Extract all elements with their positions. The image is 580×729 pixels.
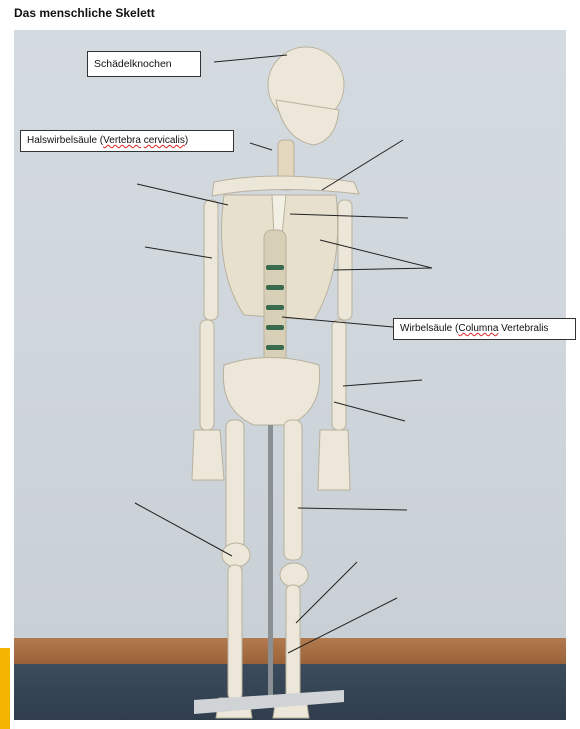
label-skull-text: Schädelknochen (94, 58, 172, 70)
label-spine-rest: Vertebralis (498, 323, 548, 334)
label-cervical-suffix: ) (185, 135, 188, 146)
label-spine: Wirbelsäule (Columna Vertebralis (393, 318, 576, 340)
label-skull: Schädelknochen (87, 51, 201, 77)
label-spine-prefix: Wirbelsäule ( (400, 323, 458, 334)
page-title: Das menschliche Skelett (14, 6, 155, 20)
label-cervical-spine: Halswirbelsäule (Vertebra cervicalis) (20, 130, 234, 152)
label-cervical-latin-1: Vertebra (103, 135, 141, 146)
label-cervical-latin-2: cervicalis (144, 135, 185, 146)
label-spine-latin-1: Columna (458, 323, 498, 334)
accent-tab (0, 648, 10, 729)
label-cervical-prefix: Halswirbelsäule ( (27, 135, 103, 146)
